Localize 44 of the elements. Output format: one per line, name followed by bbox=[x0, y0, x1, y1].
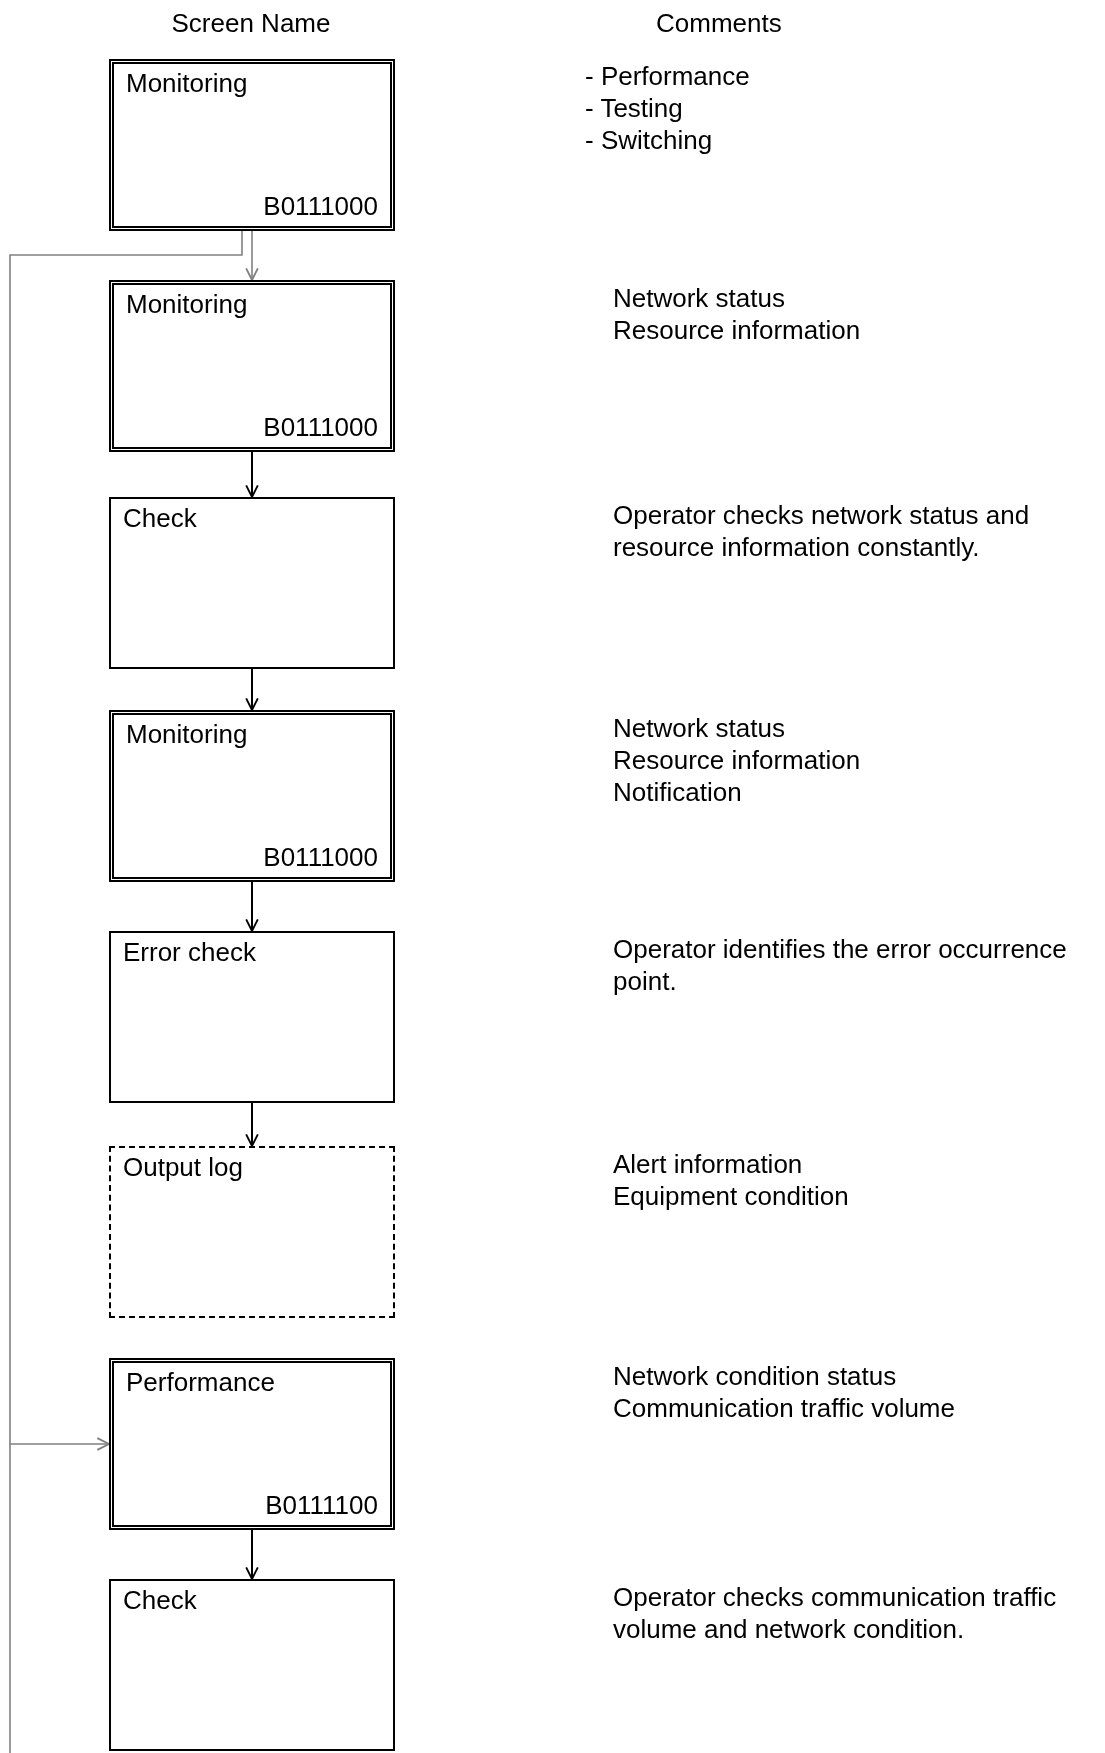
screen-box bbox=[109, 59, 395, 231]
comment-text: Resource information bbox=[613, 744, 862, 776]
comment-text: Resource information bbox=[613, 314, 862, 346]
comment-text: - Testing bbox=[585, 92, 684, 124]
arrow bbox=[245, 881, 259, 932]
screen-box bbox=[109, 1146, 395, 1318]
comment-text: Equipment condition bbox=[613, 1180, 850, 1212]
arrow bbox=[245, 1529, 259, 1580]
comment-text: Communication traffic volume bbox=[613, 1392, 956, 1424]
comment-text: Operator identifies the error occurrence point. bbox=[613, 933, 1068, 997]
screen-box bbox=[109, 497, 395, 669]
screen-name: Performance bbox=[126, 1367, 275, 1398]
screen-box bbox=[109, 280, 395, 452]
screen-name: Monitoring bbox=[126, 289, 248, 320]
comment-text: Operator checks communication traffic volume and network condition. bbox=[613, 1581, 1058, 1645]
screen-code: B0111000 bbox=[263, 842, 378, 873]
screen-name: Check bbox=[123, 503, 197, 534]
comment-text: Operator checks network status and resource information constantly. bbox=[613, 499, 1031, 563]
column-header: Comments bbox=[656, 8, 782, 39]
comment-text: - Switching bbox=[585, 124, 714, 156]
screen-name: Monitoring bbox=[126, 68, 248, 99]
screen-box bbox=[109, 1579, 395, 1751]
screen-box bbox=[109, 1358, 395, 1530]
comment-text: Alert information bbox=[613, 1148, 804, 1180]
screen-code: B0111000 bbox=[263, 412, 378, 443]
screen-name: Monitoring bbox=[126, 719, 248, 750]
comment-text: Notification bbox=[613, 776, 743, 808]
comment-text: - Performance bbox=[585, 60, 751, 92]
comment-text: Network status bbox=[613, 282, 786, 314]
screen-name: Check bbox=[123, 1585, 197, 1616]
arrow bbox=[245, 230, 259, 281]
screen-name: Error check bbox=[123, 937, 256, 968]
arrow bbox=[9, 230, 243, 1451]
screen-code: B0111100 bbox=[265, 1490, 378, 1521]
column-header: Screen Name bbox=[171, 8, 331, 39]
screen-box bbox=[109, 931, 395, 1103]
comment-text: Network condition status bbox=[613, 1360, 898, 1392]
arrow bbox=[245, 1102, 259, 1147]
comment-text: Network status bbox=[613, 712, 786, 744]
screen-code: B0111000 bbox=[263, 191, 378, 222]
screen-box bbox=[109, 710, 395, 882]
arrow bbox=[245, 451, 259, 498]
arrow bbox=[245, 668, 259, 711]
screen-name: Output log bbox=[123, 1152, 243, 1183]
